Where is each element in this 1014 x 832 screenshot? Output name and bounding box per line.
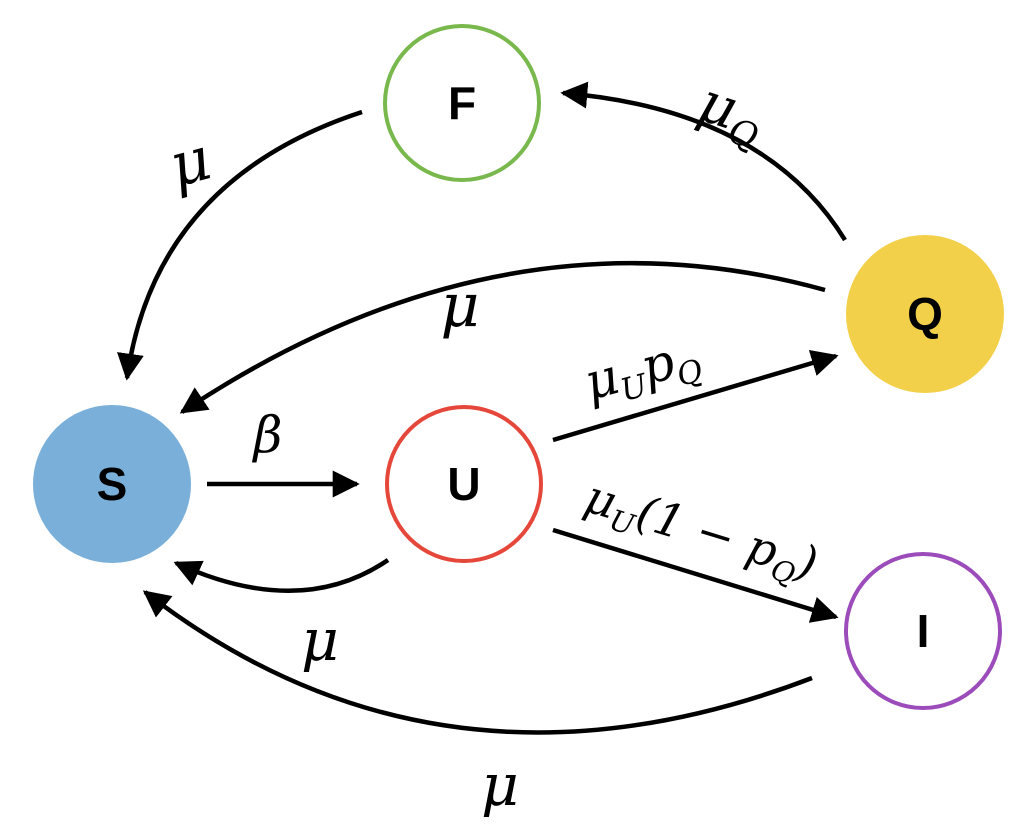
node-i: I — [844, 552, 1002, 710]
node-q-label: Q — [907, 288, 943, 340]
edge-label-beta: β — [252, 406, 283, 464]
node-u-circle — [385, 405, 543, 563]
node-u-label: U — [447, 458, 480, 510]
edge-u-to-q — [552, 349, 839, 443]
node-s: S — [33, 405, 191, 563]
node-i-circle — [844, 552, 1002, 710]
edge-label-mu-u-1-minus-pq-mid: (1 − p — [630, 485, 784, 579]
edge-label-mu-u-to-s: μ — [301, 606, 339, 674]
node-f: F — [383, 24, 541, 182]
edge-label-mu-q-to-s: μ — [441, 271, 480, 341]
edge-q-to-f — [560, 81, 847, 242]
edge-q-to-s — [179, 260, 826, 414]
node-f-label: F — [448, 77, 476, 129]
edge-label-mu-i-to-s: μ — [481, 751, 519, 819]
edge-label-mu-q: μQ — [689, 69, 773, 158]
node-q-circle — [846, 235, 1004, 393]
node-i-label: I — [917, 605, 930, 657]
edge-u-to-s — [173, 558, 390, 593]
edge-u-to-i — [552, 527, 839, 623]
node-s-label: S — [97, 458, 128, 510]
node-q: Q — [846, 235, 1004, 393]
node-u: U — [385, 405, 543, 563]
edge-f-to-s — [117, 109, 363, 381]
edge-label-mu-f-to-s: μ — [162, 124, 218, 202]
edge-i-to-s — [142, 590, 813, 735]
node-s-circle — [33, 405, 191, 563]
node-f-circle — [383, 24, 541, 182]
edge-label-mu-u-pq: μUpQ — [578, 326, 707, 418]
